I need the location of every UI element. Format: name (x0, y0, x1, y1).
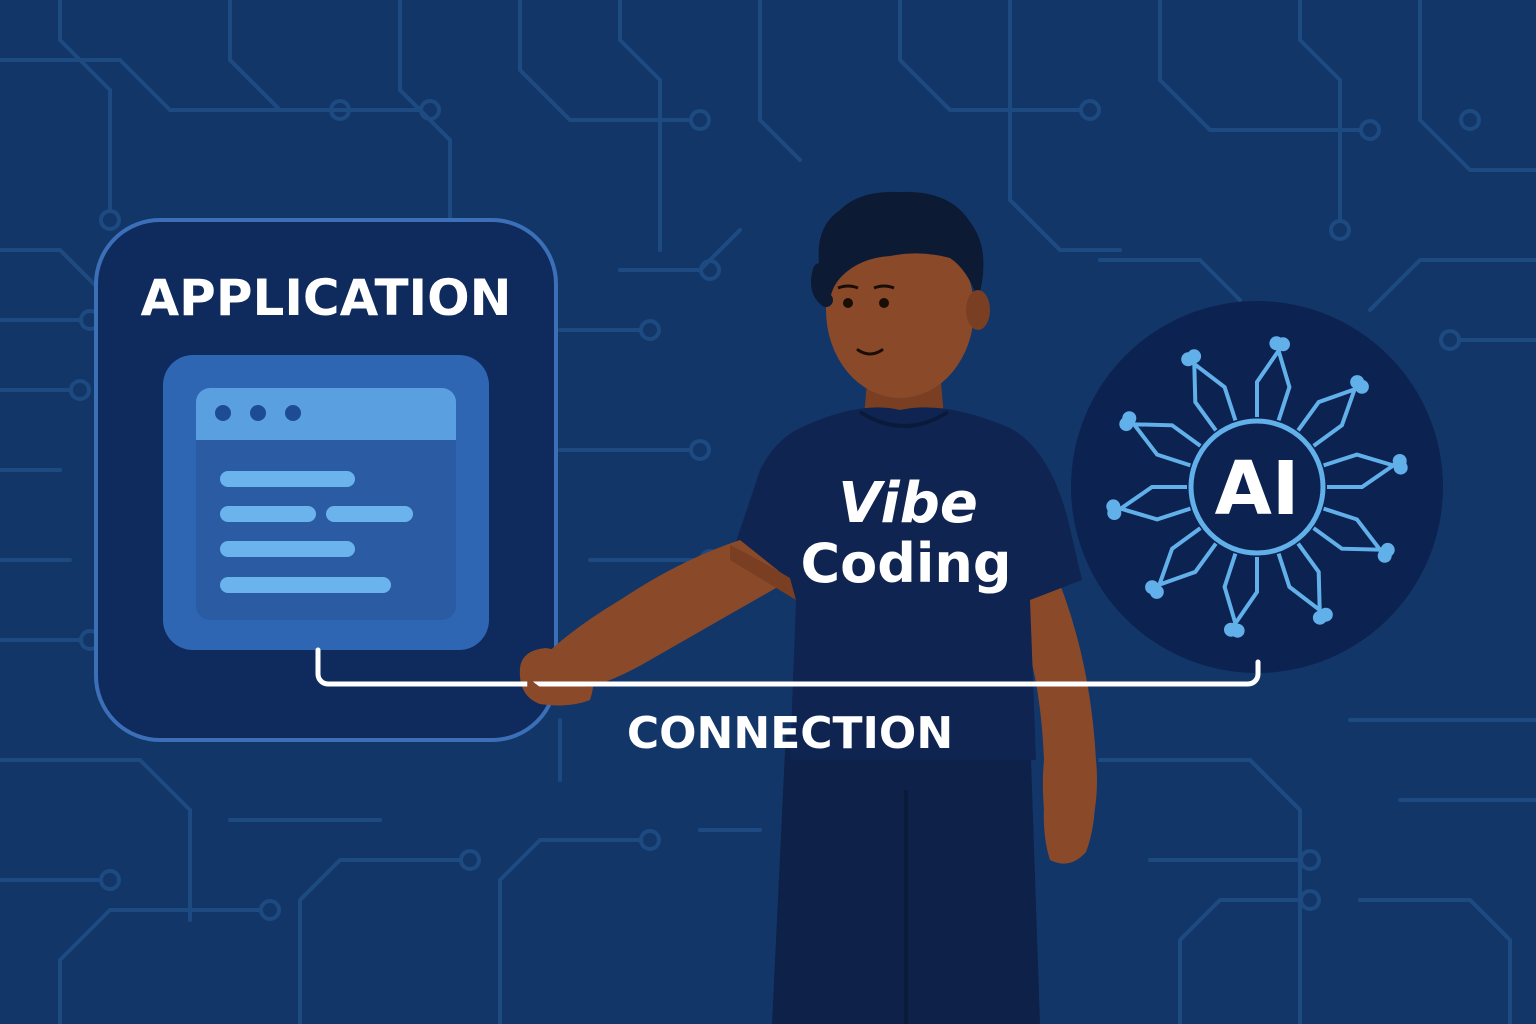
circuit-ray (1255, 343, 1285, 417)
ai-badge[interactable]: AI (1071, 301, 1443, 673)
circuit-node-icon (1119, 417, 1134, 432)
circuit-ray (1192, 356, 1218, 432)
circuit-ray (1222, 552, 1240, 632)
circuit-node-icon (1318, 607, 1333, 622)
hair (818, 191, 984, 300)
ai-label: AI (1215, 446, 1300, 532)
shirt-text-vibe: Vibe (838, 471, 978, 536)
circuit-ray (1186, 357, 1238, 422)
circuit-ray (1274, 342, 1292, 422)
left-arm (540, 540, 790, 700)
circuit-ray (1312, 381, 1360, 448)
circuit-ray (1322, 452, 1402, 470)
eye-icon (843, 298, 853, 308)
right-arm (1010, 560, 1097, 850)
circuit-node-icon (1107, 506, 1122, 520)
neural-network-icon (1106, 336, 1408, 638)
circuit-node-icon (1392, 454, 1407, 468)
circuit-ray (1112, 504, 1192, 522)
window-dot-icon (215, 405, 231, 421)
circuit-node-icon (1230, 623, 1245, 638)
circuit-ray (1296, 384, 1363, 432)
circuit-ray (1151, 542, 1218, 590)
eye-icon (879, 298, 889, 308)
app-window-icon (163, 355, 489, 650)
circuit-ray (1154, 526, 1202, 593)
window-dot-icon (285, 405, 301, 421)
circuit-ray (1296, 542, 1322, 618)
application-label: APPLICATION (140, 269, 511, 327)
shirt (730, 407, 1082, 760)
application-panel[interactable]: APPLICATION (94, 218, 558, 742)
person: Vibe Coding (519, 191, 1097, 1024)
circuit-ray (1327, 459, 1401, 489)
circuit-ray (1322, 506, 1387, 558)
circuit-node-icon (1149, 584, 1164, 599)
circuit-ray (1229, 557, 1259, 631)
circuit-ray (1276, 552, 1328, 617)
circuit-node-icon (1350, 375, 1365, 390)
shirt-text-coding: Coding (801, 532, 1012, 595)
window-dot-icon (250, 405, 266, 421)
circuit-node-icon (1181, 352, 1196, 367)
circuit-ray (1127, 416, 1192, 468)
circuit-ray (1126, 422, 1202, 448)
circuit-node-icon (1269, 336, 1284, 351)
circuit-node-icon (1380, 542, 1395, 557)
circuit-ray (1312, 526, 1388, 552)
connection-line (315, 647, 1261, 687)
connection-label: CONNECTION (627, 708, 953, 759)
text-lines (220, 471, 413, 593)
right-hand (1043, 780, 1095, 864)
circuit-ray (1113, 485, 1187, 515)
